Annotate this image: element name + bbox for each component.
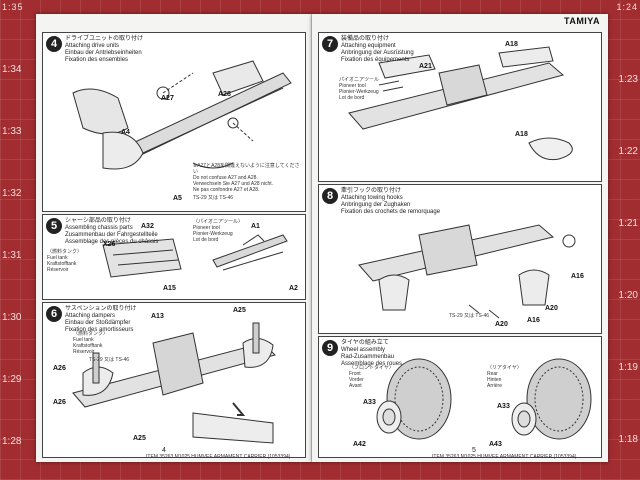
part-label: A33 [363, 399, 376, 406]
ruler-left-7: 1:28 [2, 436, 22, 447]
ruler-right-2: 1:22 [618, 146, 638, 157]
ruler-left-5: 1:30 [2, 312, 22, 323]
part-label: A28 [218, 91, 231, 98]
part-label: A5 [173, 195, 182, 202]
ruler-left-4: 1:31 [2, 250, 22, 261]
ruler-right-0: 1:24 [616, 2, 638, 12]
ruler-right-5: 1:19 [618, 362, 638, 373]
step-6-drawing [72, 322, 276, 444]
ruler-right-1: 1:23 [618, 74, 638, 85]
part-label: A16 [571, 273, 584, 280]
page-number: 4 [162, 447, 166, 454]
part-label: A20 [495, 321, 508, 328]
part-label: A25 [133, 435, 146, 442]
step-7-drawing [348, 46, 573, 161]
ruler-left-6: 1:29 [2, 374, 22, 385]
step-6-number: 6 [46, 306, 62, 322]
part-label: A26 [53, 365, 66, 372]
step-4-number: 4 [46, 36, 62, 52]
part-label: A21 [419, 63, 432, 70]
part-label: A43 [489, 441, 502, 448]
part-label: A27 [161, 95, 174, 102]
item-line: ITEM 35263 M1025 HUMVEE ARMAMENT CARRIER… [432, 454, 577, 460]
part-label: A2 [289, 285, 298, 292]
part-label: A4 [121, 129, 130, 136]
step-5-number: 5 [46, 218, 62, 234]
screw-label: TS-29 又は TS-46 [449, 313, 490, 319]
part-label: A20 [545, 305, 558, 312]
part-label: A16 [527, 317, 540, 324]
brand-logo: TAMIYA [563, 16, 600, 26]
step-5-drawing [102, 234, 288, 278]
ruler-left-1: 1:34 [2, 64, 22, 75]
page-number: 5 [472, 447, 476, 454]
step-9-drawing [376, 358, 592, 440]
step-9-number: 9 [322, 340, 338, 356]
ruler-left-0: 1:35 [2, 2, 24, 12]
part-label: A18 [515, 131, 528, 138]
part-label: A13 [151, 313, 164, 320]
part-label: A1 [251, 223, 260, 230]
part-label: A26 [53, 399, 66, 406]
screw-label: TS-29 又は TS-46 [193, 195, 234, 201]
step-4-drawing [72, 60, 292, 170]
part-label: A15 [163, 285, 176, 292]
part-label: A33 [497, 403, 510, 410]
ruler-left-2: 1:33 [2, 126, 22, 137]
step-8-number: 8 [322, 188, 338, 204]
step-7-number: 7 [322, 36, 338, 52]
part-label: A25 [233, 307, 246, 314]
ruler-right-3: 1:21 [618, 218, 638, 229]
ruler-left-3: 1:32 [2, 188, 22, 199]
item-line: ITEM 35263 M1025 HUMVEE ARMAMENT CARRIER… [146, 454, 291, 460]
part-label: A32 [141, 223, 154, 230]
screw-label: TS-29 又は TS-46 [89, 357, 130, 363]
ruler-right-4: 1:20 [618, 290, 638, 301]
ruler-right-6: 1:18 [618, 434, 638, 445]
step-8-drawing [358, 224, 576, 319]
part-label: A42 [353, 441, 366, 448]
part-label: X26 [103, 241, 116, 248]
part-label: A18 [505, 41, 518, 48]
